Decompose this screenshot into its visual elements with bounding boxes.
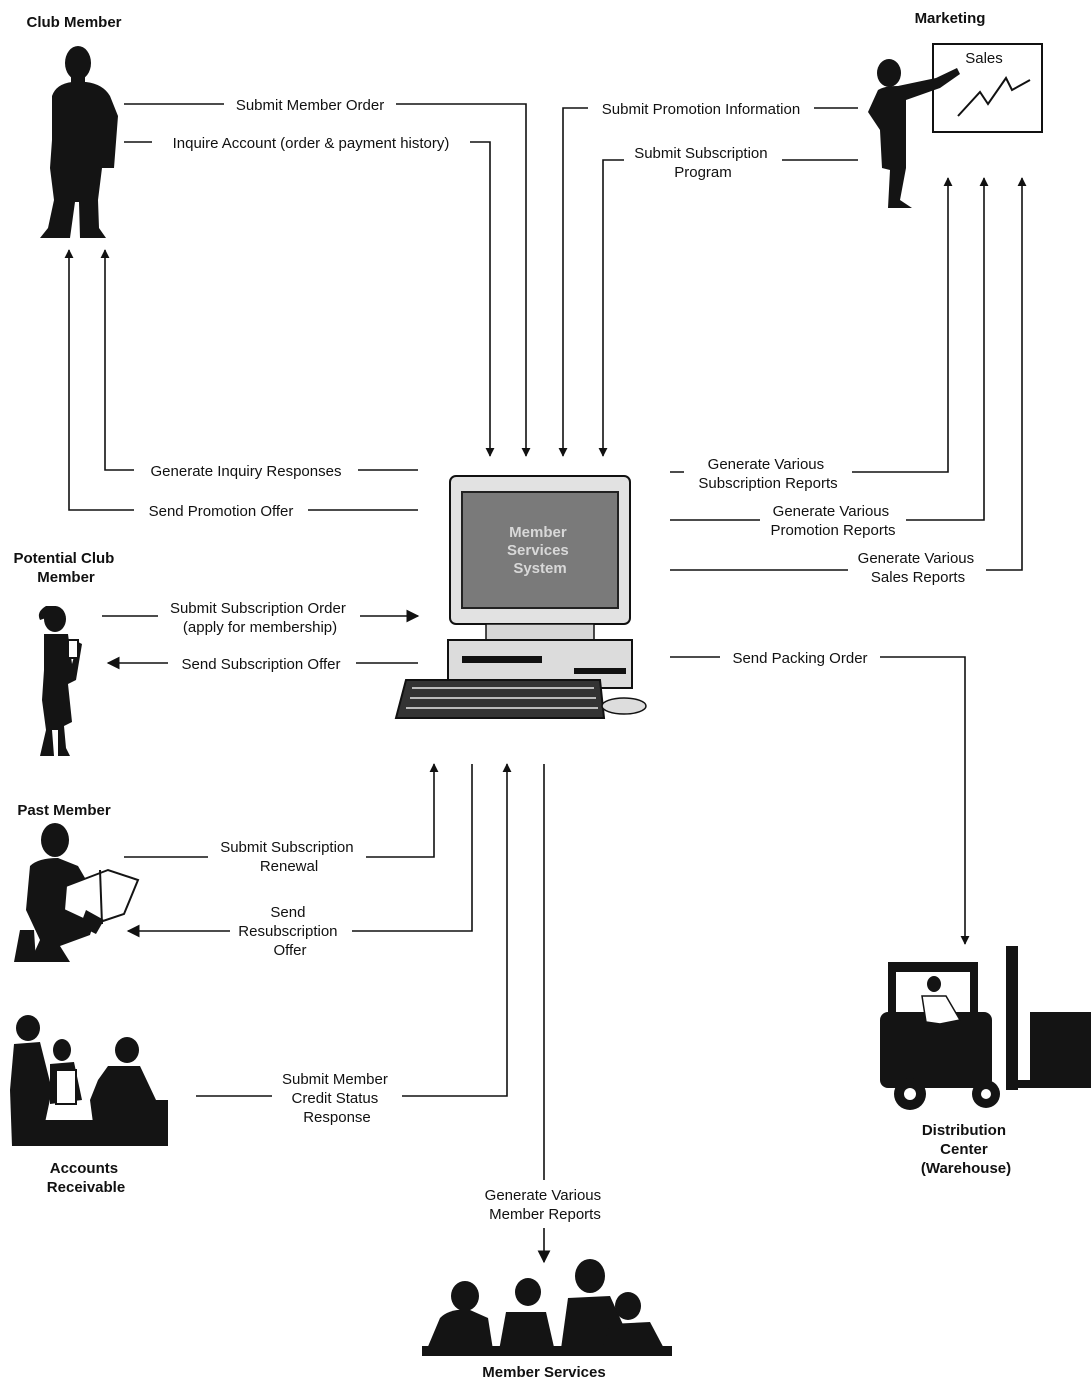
label-submit-member-order: Submit Member Order	[236, 97, 384, 114]
sales-chart-label: Sales	[965, 50, 1003, 67]
flow-generate-inquiry-responses	[105, 250, 418, 471]
label-generate-sales-reports: Generate Various Sales Reports	[858, 550, 979, 586]
label-send-packing-order: Send Packing Order	[732, 650, 867, 667]
entity-club-member: Club Member	[26, 14, 121, 31]
forklift-figure	[880, 946, 1091, 1110]
label-submit-subscription-program: Submit Subscription Program	[634, 145, 772, 181]
label-generate-promotion-reports: Generate Various Promotion Reports	[770, 503, 895, 539]
accounts-receivable-figure	[10, 1015, 168, 1146]
label-generate-inquiry-responses: Generate Inquiry Responses	[151, 463, 342, 480]
past-member-figure	[14, 823, 140, 962]
flow-submit-member-order	[124, 103, 526, 456]
entity-member-services: Member Services	[482, 1364, 605, 1381]
potential-member-figure	[38, 606, 82, 756]
flow-generate-promotion-reports	[670, 178, 984, 521]
label-inquire-account: Inquire Account (order & payment history…	[173, 135, 450, 152]
sales-chart-line	[957, 76, 1031, 117]
system-computer	[394, 475, 647, 719]
system-screen	[461, 491, 619, 609]
flow-send-resubscription-offer	[128, 764, 473, 931]
flow-generate-sales-reports	[670, 178, 1022, 571]
label-submit-subscription-order: Submit Subscription Order (apply for mem…	[170, 600, 350, 636]
label-send-subscription-offer: Send Subscription Offer	[182, 656, 341, 673]
entity-past-member: Past Member	[17, 802, 111, 819]
label-generate-subscription-reports: Generate Various Subscription Reports	[698, 456, 837, 492]
flow-submit-subscription-renewal	[124, 764, 434, 858]
club-member-figure	[40, 46, 118, 238]
flow-submit-credit-status	[196, 764, 507, 1097]
marketing-figure	[868, 43, 1043, 208]
flow-submit-subscription-program	[603, 159, 858, 456]
flow-submit-promotion-information	[563, 107, 858, 456]
sales-chart-board	[932, 43, 1043, 133]
flow-inquire-account	[124, 141, 490, 456]
label-send-resubscription-offer: Send Resubscription Offer	[238, 904, 341, 959]
entity-marketing: Marketing	[915, 10, 986, 27]
label-submit-subscription-renewal: Submit Subscription Renewal	[220, 839, 358, 875]
entity-accounts-receivable: Accounts Receivable	[47, 1160, 125, 1196]
label-generate-member-reports: Generate Various Member Reports	[485, 1187, 606, 1223]
entity-potential-member: Potential Club Member	[13, 550, 118, 586]
flow-generate-subscription-reports	[670, 178, 948, 473]
flow-send-promotion-offer	[69, 250, 418, 511]
label-submit-promotion-information: Submit Promotion Information	[602, 101, 800, 118]
label-send-promotion-offer: Send Promotion Offer	[149, 503, 294, 520]
system-label: Member Services System	[507, 524, 573, 577]
label-submit-credit-status: Submit Member Credit Status Response	[282, 1071, 392, 1126]
entity-distribution-center: Distribution Center (Warehouse)	[921, 1122, 1011, 1177]
member-services-figure	[422, 1259, 672, 1356]
flow-send-packing-order	[670, 656, 965, 944]
